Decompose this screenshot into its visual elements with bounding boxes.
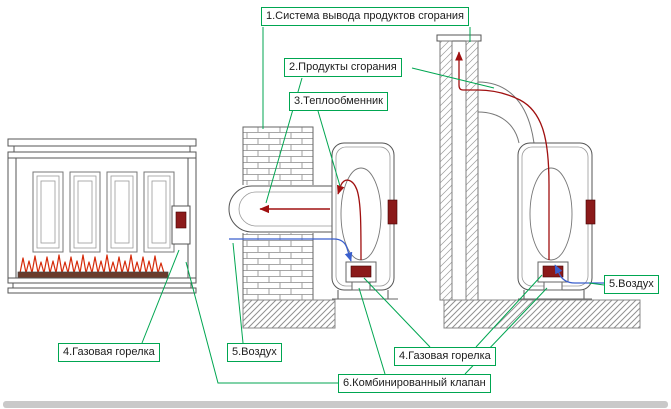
log-bar <box>17 271 169 279</box>
air-flow-middle <box>229 238 353 262</box>
flue-gas-flow-right <box>455 51 550 260</box>
combined-valve-right <box>543 281 563 291</box>
bottom-strip <box>3 401 668 408</box>
label-combined-valve: 6.Комбинированный клапан <box>338 374 491 393</box>
gas-burner-right-el <box>542 265 564 278</box>
fireplace-front-view <box>7 138 197 294</box>
heater-unit-middle <box>331 142 398 300</box>
label-flue-system: 1.Система вывода продуктов сгорания <box>261 7 470 26</box>
flue-connector-pipe <box>477 81 535 144</box>
draft-knob-right <box>585 199 596 225</box>
heater-unit-right <box>517 142 596 300</box>
chimney-section-view <box>436 34 641 329</box>
ground-hatch-middle <box>242 299 336 329</box>
label-gas-burner-right: 4.Газовая горелка <box>394 347 496 366</box>
wall-section-view <box>228 126 398 329</box>
label-heat-exchanger: 3.Теплообменник <box>289 92 388 111</box>
label-air-right: 5.Воздух <box>604 275 659 294</box>
ground-hatch-right <box>443 299 641 329</box>
heat-exchanger-pipe <box>228 185 336 233</box>
fireplace-panels <box>32 171 175 253</box>
label-air-middle: 5.Воздух <box>227 343 282 362</box>
gas-burner-middle <box>350 265 372 278</box>
chimney <box>436 34 482 301</box>
label-combustion-products: 2.Продукты сгорания <box>284 58 402 77</box>
fireplace-burner-box <box>171 205 191 245</box>
air-flow-right <box>554 264 613 284</box>
label-gas-burner-left: 4.Газовая горелка <box>58 343 160 362</box>
draft-knob-middle <box>387 199 398 225</box>
combined-valve-middle <box>351 281 371 291</box>
flue-gas-flow-middle <box>336 179 362 261</box>
